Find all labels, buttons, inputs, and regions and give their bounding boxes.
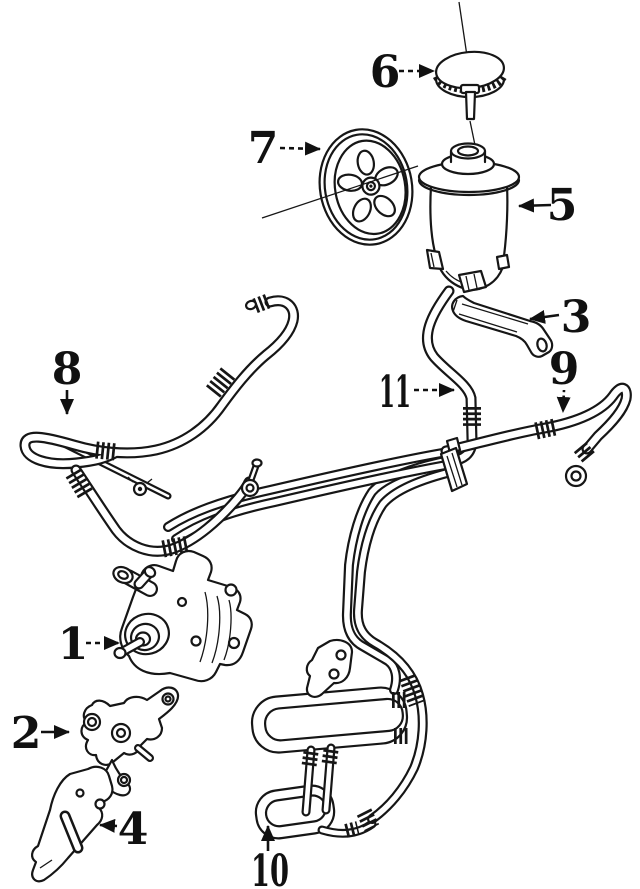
leader-line-pulley xyxy=(261,165,419,219)
callout-3: 3 xyxy=(529,292,592,343)
plate-hole xyxy=(94,798,106,810)
pulley-hole xyxy=(351,197,372,223)
part-pulley xyxy=(261,128,419,246)
callout-9: 9 xyxy=(549,344,580,413)
bracket-stud-inner xyxy=(136,746,152,760)
pulley-hole xyxy=(356,149,376,176)
callout-number: 3 xyxy=(561,292,592,343)
flare-fitting-tip xyxy=(245,299,257,311)
callout-arrow xyxy=(99,818,118,833)
callout-5: 5 xyxy=(518,180,578,231)
cooler-connector-tube-inner xyxy=(323,745,334,813)
part-reservoir-bracket xyxy=(451,294,554,358)
bundle-hose-upper-inner xyxy=(165,449,451,530)
banjo-bolt-head xyxy=(251,458,263,468)
callout-arrow xyxy=(518,198,552,213)
callout-number: 1 xyxy=(58,619,89,670)
plate-hole xyxy=(335,649,347,661)
callout-6: 6 xyxy=(370,47,435,98)
callout-11: 11 xyxy=(379,367,455,418)
callout-arrow xyxy=(556,389,571,413)
callout-number: 6 xyxy=(370,47,401,98)
callout-1: 1 xyxy=(58,619,120,670)
upper-hose-inner xyxy=(21,297,297,467)
hose-bundle xyxy=(163,447,457,544)
pressure-hose-inner xyxy=(442,385,630,455)
cap-stem xyxy=(464,90,477,121)
callout-8: 8 xyxy=(52,344,83,415)
cooler-connector-tube-inner xyxy=(303,747,314,815)
callout-2: 2 xyxy=(11,708,70,759)
callout-number: 4 xyxy=(118,804,149,855)
part-pressure-hose-assembly xyxy=(19,293,300,558)
callout-number: 9 xyxy=(549,344,580,395)
reservoir-foot xyxy=(457,269,488,294)
pump-bolt xyxy=(176,596,188,608)
part-oil-cooler-tube xyxy=(250,455,460,840)
callout-number: 2 xyxy=(11,708,42,759)
cooler-bracket-plate xyxy=(305,638,354,698)
plate-hole xyxy=(75,788,85,798)
callouts: 1 2 3 4 5 6 7 8 xyxy=(11,47,592,889)
part-return-hose xyxy=(421,285,481,468)
callout-4: 4 xyxy=(99,804,149,855)
cooler-loop-inner xyxy=(264,697,404,742)
callout-number: 11 xyxy=(379,367,411,418)
part-reservoir xyxy=(417,142,521,294)
bracket-hole xyxy=(536,337,548,353)
pump-shaft-end xyxy=(113,646,127,660)
bracket-body xyxy=(80,686,180,766)
callout-number: 8 xyxy=(52,344,83,395)
part-power-steering-pump xyxy=(112,549,253,683)
leader-line-top xyxy=(458,1,468,57)
pulley-hole xyxy=(373,194,396,218)
callout-arrow xyxy=(279,141,321,156)
pump-bolt xyxy=(190,635,202,647)
callout-arrow xyxy=(529,310,560,324)
callout-7: 7 xyxy=(248,123,321,174)
plate-slot xyxy=(62,813,81,851)
callout-number: 5 xyxy=(547,180,578,231)
bundle-hose-lower-inner xyxy=(173,461,455,542)
cooler-sweep-hose-inner xyxy=(355,468,458,822)
reservoir-foot xyxy=(495,253,511,271)
callout-number: 10 xyxy=(251,846,289,889)
pump-ear-hole xyxy=(227,636,241,650)
callout-10: 10 xyxy=(251,825,289,889)
lower-hose-inner xyxy=(72,466,253,555)
hose-clamp xyxy=(439,436,469,493)
part-pressure-hose-right xyxy=(440,382,632,488)
callout-number: 7 xyxy=(248,123,279,174)
return-hose-inner xyxy=(424,287,476,466)
banjo-bolt-inner xyxy=(249,464,258,482)
part-reservoir-cap xyxy=(432,50,508,151)
pump-ear-hole xyxy=(224,583,238,597)
part-lower-bracket xyxy=(31,765,114,883)
plate-hole xyxy=(328,668,340,680)
